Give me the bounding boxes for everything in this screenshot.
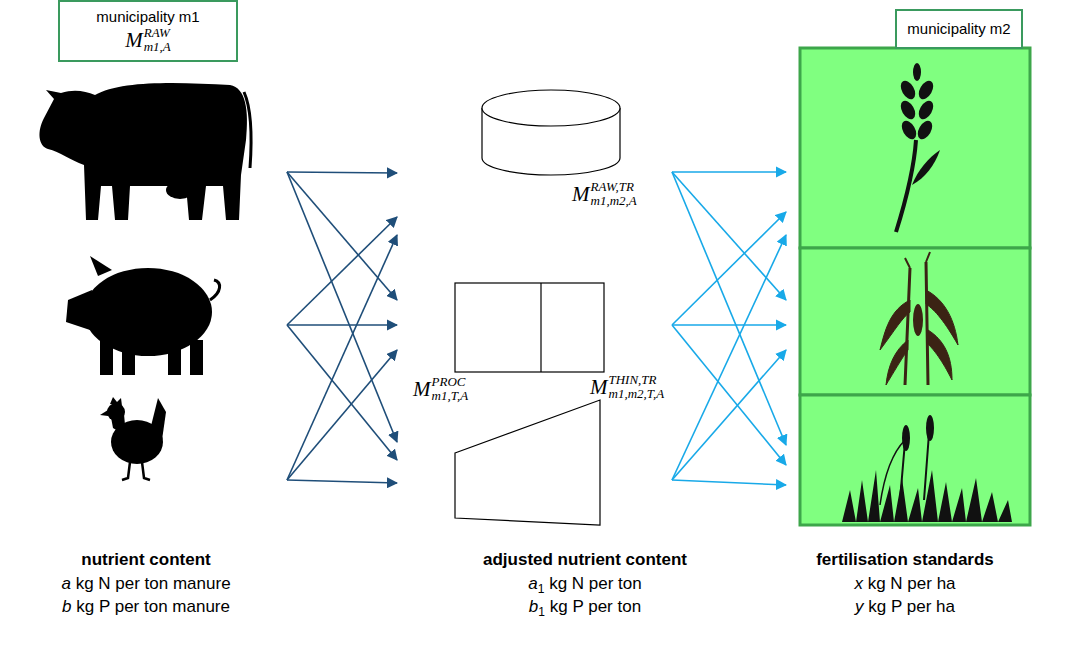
- box-heading: municipality m2: [907, 20, 1010, 38]
- superscript: RAW: [144, 26, 171, 40]
- variable-name: b: [62, 597, 71, 616]
- box-heading: municipality m1: [96, 8, 199, 26]
- subscript: m1,m2,A: [591, 194, 637, 208]
- superscript: RAW,TR: [591, 180, 637, 194]
- superscript: THIN,TR: [609, 373, 665, 387]
- math-symbol: M: [125, 28, 143, 52]
- math-symbol: M: [413, 377, 431, 401]
- caption-line: nutrient content: [81, 549, 210, 570]
- index-stack: THIN,TRm1,m2,T,A: [609, 373, 665, 401]
- subscript: m1,T,A: [432, 389, 469, 403]
- flow-arrows-dark: [287, 172, 397, 483]
- unit-text: kg P per ha: [868, 597, 955, 616]
- municipality-box: municipality m2: [895, 9, 1023, 49]
- index-stack: RAWm1,A: [144, 26, 171, 54]
- flow-variable: MRAWm1,A: [125, 26, 171, 54]
- wheat-icon: [896, 63, 940, 232]
- flow-label: MPROCm1,T,A: [413, 375, 468, 403]
- flow-variable: MRAW,TRm1,m2,A: [572, 180, 637, 208]
- thin-fraction-trapezoid: [455, 400, 600, 525]
- storage-cylinder: [482, 90, 620, 175]
- superscript: PROC: [432, 375, 469, 389]
- caption-line: a kg N per ton manure: [61, 573, 230, 594]
- pig-silhouette: [66, 256, 220, 375]
- processing-box: [455, 283, 604, 372]
- chicken-silhouette: [100, 397, 166, 480]
- variable-name: b: [529, 597, 538, 616]
- caption-line: adjusted nutrient content: [483, 549, 687, 570]
- caption-line: fertilisation standards: [816, 549, 994, 570]
- math-symbol: M: [590, 375, 608, 399]
- caption-line: b1 kg P per ton: [529, 596, 641, 617]
- grass-icon: [842, 415, 1012, 522]
- unit-text: kg P per ton: [550, 597, 641, 616]
- maize-icon: [880, 252, 958, 385]
- caption-line: b kg P per ton manure: [62, 596, 230, 617]
- municipality-box: municipality m1MRAWm1,A: [58, 0, 238, 62]
- section-heading: fertilisation standards: [816, 550, 994, 569]
- subscript: m1,m2,T,A: [609, 387, 665, 401]
- variable-name: x: [854, 574, 863, 593]
- subscript: 1: [538, 605, 545, 619]
- flow-variable: MTHIN,TRm1,m2,T,A: [590, 373, 664, 401]
- flow-label: MRAW,TRm1,m2,A: [572, 180, 637, 208]
- crop-panel: [800, 48, 1030, 525]
- variable-name: y: [855, 597, 864, 616]
- caption-line: x kg N per ha: [854, 573, 955, 594]
- variable-name: a: [61, 574, 70, 593]
- caption-line: ykg P per ha: [855, 596, 955, 617]
- subscript: m1,A: [144, 40, 171, 54]
- flow-variable: MPROCm1,T,A: [413, 375, 468, 403]
- section-heading: nutrient content: [81, 550, 210, 569]
- unit-text: kg N per ton: [549, 574, 642, 593]
- flow-label: MTHIN,TRm1,m2,T,A: [590, 373, 664, 401]
- subscript: 1: [538, 582, 545, 596]
- index-stack: RAW,TRm1,m2,A: [591, 180, 637, 208]
- unit-text: kg P per ton manure: [76, 597, 230, 616]
- unit-text: kg N per ha: [868, 574, 956, 593]
- flow-arrows-light: [672, 172, 786, 485]
- caption-line: a1 kg N per ton: [528, 573, 642, 594]
- cow-silhouette: [39, 83, 251, 220]
- math-symbol: M: [572, 182, 590, 206]
- unit-text: kg N per ton manure: [76, 574, 231, 593]
- index-stack: PROCm1,T,A: [432, 375, 469, 403]
- variable-name: a: [528, 574, 537, 593]
- section-heading: adjusted nutrient content: [483, 550, 687, 569]
